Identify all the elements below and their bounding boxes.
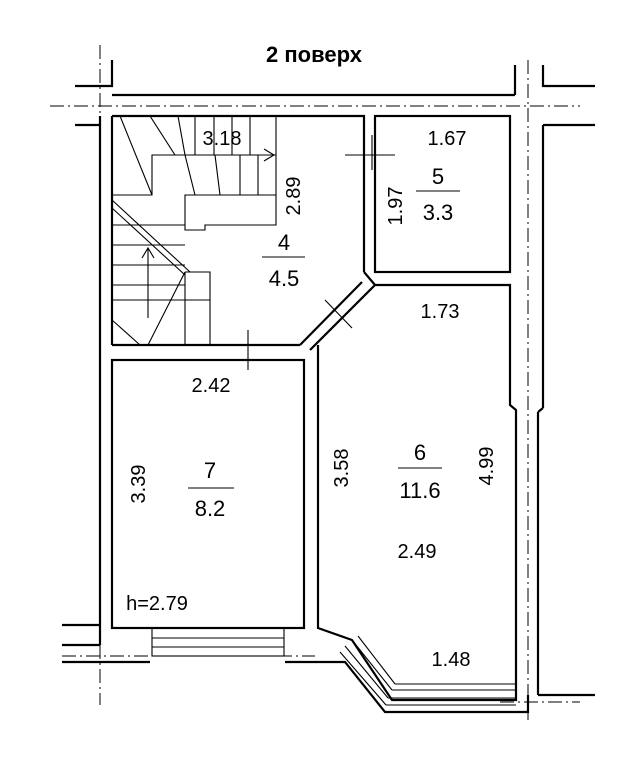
room-label-7: 7 8.2 <box>188 458 234 521</box>
room-label-6: 6 11.6 <box>398 440 442 503</box>
room-6-walls <box>316 283 518 706</box>
room-number: 5 <box>432 164 444 189</box>
dim-room6-left: 3.58 <box>331 449 353 488</box>
dim-room7-width: 2.42 <box>192 375 231 397</box>
dim-room6-bay: 1.48 <box>432 649 471 671</box>
room-area: 4.5 <box>269 266 300 291</box>
dim-room5-depth: 1.97 <box>385 187 407 226</box>
ceiling-height: h=2.79 <box>126 593 188 615</box>
dim-room5-width: 1.67 <box>428 128 467 150</box>
room-number: 6 <box>414 440 426 465</box>
dim-room6-top: 1.73 <box>421 301 460 323</box>
room-number: 7 <box>204 458 216 483</box>
room-area: 3.3 <box>423 200 454 225</box>
room-area: 11.6 <box>399 478 440 503</box>
outer-walls <box>62 60 595 714</box>
room-label-4: 4 4.5 <box>262 230 305 291</box>
dim-room7-depth: 3.39 <box>128 465 150 504</box>
dim-room6-right: 4.99 <box>476 447 498 486</box>
room-label-5: 5 3.3 <box>416 164 460 225</box>
room-number: 4 <box>278 230 290 255</box>
dim-room6-mid: 2.49 <box>398 541 437 563</box>
dim-stairs-width: 3.18 <box>203 128 242 150</box>
dim-room4-depth: 2.89 <box>283 177 305 216</box>
axis-lines <box>50 45 580 720</box>
room-4-walls <box>110 114 395 370</box>
floor-title: 2 поверх <box>266 42 363 67</box>
staircase <box>111 115 277 346</box>
room-7-walls <box>110 358 306 657</box>
room-area: 8.2 <box>195 496 226 521</box>
room-5-walls <box>373 114 512 274</box>
